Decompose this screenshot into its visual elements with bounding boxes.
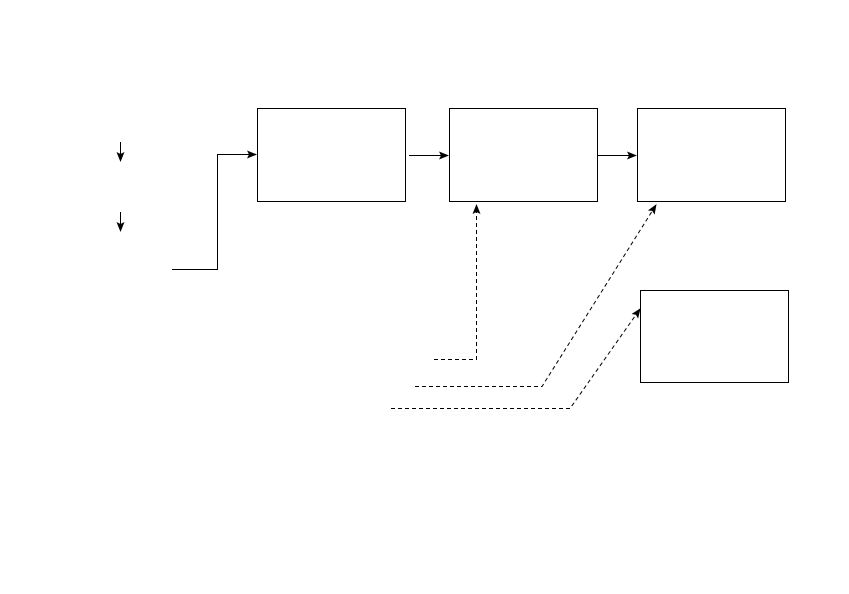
- box-2: [449, 108, 598, 202]
- dashed-connector-to-box4: [391, 308, 641, 409]
- box-3: [637, 108, 786, 202]
- box-1: [257, 108, 406, 202]
- dashed-connector-to-box2: [434, 204, 481, 360]
- box-4: [640, 290, 789, 383]
- dashed-connector-to-box3: [415, 204, 657, 387]
- input-connector: [172, 150, 257, 270]
